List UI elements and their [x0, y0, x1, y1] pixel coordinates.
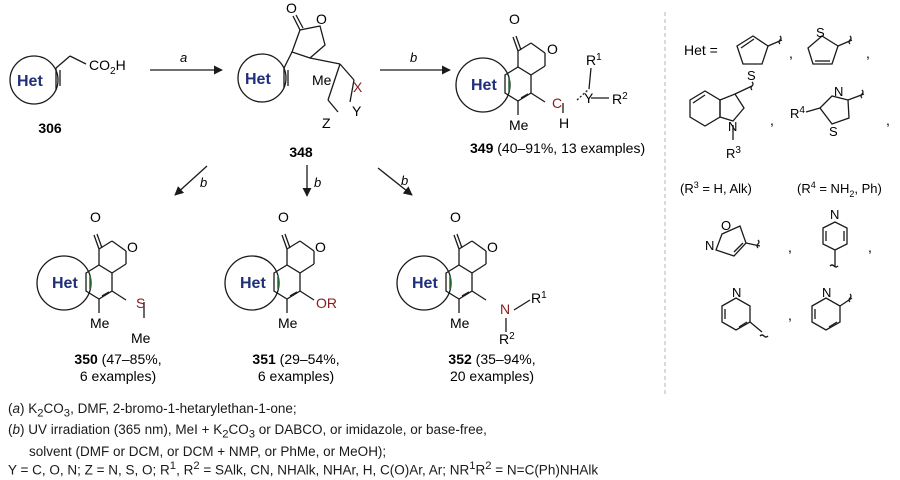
compound-350	[36, 233, 145, 318]
me-348: Me	[312, 72, 332, 88]
s-350: S	[136, 295, 145, 311]
n-isoxazole: N	[705, 238, 714, 253]
condition-b-solvent: solvent (DMF or DCM, or DCM + NMP, or Ph…	[29, 443, 387, 459]
n-indole: N	[728, 119, 737, 134]
o-350: O	[90, 209, 101, 225]
o-ring-349: O	[547, 41, 558, 57]
me-s-350: Me	[131, 330, 151, 346]
reaction-conditions: (a) K2CO3, DMF, 2-bromo-1-hetarylethan-1…	[8, 401, 598, 478]
r3-note: (R3 = H, Alk)	[680, 180, 752, 196]
pyridin-3-yl-ring	[721, 297, 769, 338]
condition-a: (a) K2CO3, DMF, 2-bromo-1-hetarylethan-1…	[8, 401, 297, 420]
o-348: O	[286, 0, 297, 16]
z-348: Z	[322, 115, 331, 131]
compound-label-350: 350 (47–85%,	[74, 351, 161, 367]
or-351: OR	[316, 295, 337, 311]
s-thiophen-3: S	[747, 68, 756, 83]
het-label-348: Het	[245, 71, 271, 88]
compound-label-349: 349 (40–91%, 13 examples)	[470, 140, 645, 156]
compound-349	[455, 35, 609, 116]
het-equals-label: Het =	[684, 42, 718, 58]
pyridin-4-yl-ring	[822, 221, 848, 268]
o-ring-348: O	[316, 11, 327, 27]
thiazol-yl-ring	[805, 89, 865, 125]
n-pyridin-3: N	[732, 285, 741, 300]
r4-thiazole: R4	[790, 105, 805, 121]
r2-352: R2	[499, 331, 515, 347]
o-349: O	[509, 11, 520, 27]
c-349: C	[552, 95, 562, 111]
comma-4: ,	[886, 112, 890, 128]
o-352: O	[450, 209, 461, 225]
arrow-b-352-label: b	[401, 173, 408, 188]
s-thiophen-2: S	[816, 25, 825, 40]
het-label-306: Het	[17, 73, 43, 90]
compound-352	[396, 233, 531, 332]
condition-b: (b) UV irradiation (365 nm), MeI + K2CO3…	[8, 422, 487, 441]
n-pyridin-2: N	[822, 285, 831, 300]
y-348: Y	[352, 103, 362, 119]
arrow-b-351-label: b	[314, 175, 321, 190]
pyridin-2-yl-ring	[811, 293, 853, 331]
arrow-b-352	[377, 167, 413, 196]
r1-349: R1	[586, 52, 602, 68]
compound-sub-352: 20 examples)	[450, 368, 534, 384]
comma-5: ,	[788, 239, 792, 255]
comma-1: ,	[789, 45, 793, 61]
h-349: H	[559, 115, 569, 131]
me-351: Me	[278, 315, 298, 331]
compound-sub-351: 6 examples)	[258, 368, 334, 384]
compound-348	[237, 14, 355, 113]
me-349: Me	[509, 117, 529, 133]
thiophen-3-yl-ring	[736, 35, 783, 65]
o-ring-351: O	[315, 239, 326, 255]
o-351: O	[278, 209, 289, 225]
me-350: Me	[90, 315, 110, 331]
isoxazol-yl-ring	[715, 225, 761, 257]
o-ring-352: O	[487, 239, 498, 255]
n-thiazole: N	[834, 84, 843, 99]
comma-2: ,	[866, 45, 870, 61]
co2h-label: CO2H	[89, 57, 126, 77]
r4-note: (R4 = NH2, Ph)	[797, 180, 882, 199]
comma-6: ,	[868, 239, 872, 255]
comma-7: ,	[788, 307, 792, 323]
compound-306	[9, 55, 87, 105]
o-isoxazole: O	[721, 218, 731, 233]
comma-3: ,	[770, 112, 774, 128]
y-349: Y	[584, 90, 594, 106]
r3-indole: R3	[726, 145, 741, 161]
arrow-b-350	[174, 165, 208, 196]
o-ring-350: O	[127, 239, 138, 255]
compound-label-348: 348	[289, 144, 313, 160]
het-label-351: Het	[240, 275, 266, 292]
het-label-350: Het	[52, 275, 78, 292]
compound-label-351: 351 (29–54%,	[252, 351, 339, 367]
s-thiazole: S	[829, 124, 838, 139]
indol-3-yl-ring	[689, 81, 754, 140]
arrow-b-349-label: b	[410, 50, 417, 65]
arrow-b-350-label: b	[200, 175, 207, 190]
compound-sub-350: 6 examples)	[80, 368, 156, 384]
compound-label-306: 306	[38, 120, 62, 136]
reaction-scheme: Het CO2H 306 a Het O O Me X Y Z 348 b	[9, 0, 890, 395]
compound-351	[224, 233, 315, 314]
me-352: Me	[450, 315, 470, 331]
n-352: N	[500, 301, 510, 317]
compound-label-352: 352 (35–94%,	[448, 351, 535, 367]
r1-352: R1	[531, 290, 547, 306]
het-label-352: Het	[412, 275, 438, 292]
r2-349: R2	[612, 91, 628, 107]
n-pyridin-4: N	[830, 207, 839, 222]
x-348: X	[353, 79, 363, 95]
arrow-a-label: a	[180, 50, 187, 65]
thiophen-2-yl-ring	[807, 35, 853, 65]
het-label-349: Het	[471, 77, 497, 94]
condition-definitions: Y = C, O, N; Z = N, S, O; R1, R2 = SAlk,…	[8, 460, 599, 478]
